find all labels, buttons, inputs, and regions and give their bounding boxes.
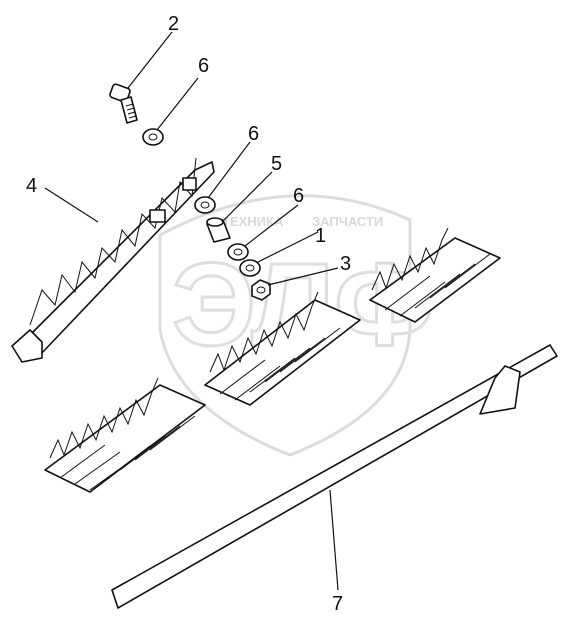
cutter-segment-1 xyxy=(44,377,206,493)
label-7: 7 xyxy=(332,593,343,615)
nut xyxy=(251,279,271,301)
bolt-head xyxy=(109,83,131,103)
guard-teeth xyxy=(29,157,197,326)
washer-top xyxy=(142,128,164,146)
nut-body xyxy=(251,279,271,301)
washer-middle xyxy=(194,196,216,214)
label-2: 2 xyxy=(168,13,179,35)
frame-bracket xyxy=(479,365,521,415)
frame-beam xyxy=(111,344,558,609)
label-4: 4 xyxy=(26,175,37,197)
lock-washer xyxy=(239,259,261,277)
cutter-segment-3 xyxy=(369,227,501,323)
washers xyxy=(142,128,249,261)
bolt-shank xyxy=(120,96,138,124)
frame-beam-body xyxy=(111,344,558,609)
label-3: 3 xyxy=(340,253,351,275)
watermark-text-right: ЗАПЧАСТИ xyxy=(312,214,383,229)
leader-lines xyxy=(44,31,339,591)
label-5: 5 xyxy=(271,153,282,175)
cutter-segment-2 xyxy=(204,291,361,406)
guard-foot xyxy=(11,329,43,363)
bolt xyxy=(109,83,138,124)
watermark-shield xyxy=(158,194,412,457)
label-6-middle: 6 xyxy=(248,123,259,145)
label-6-lower: 6 xyxy=(293,185,304,207)
lock-washer-body xyxy=(239,259,261,277)
spacer xyxy=(206,217,231,243)
callout-labels: 2 6 6 5 6 1 3 4 7 xyxy=(26,13,351,615)
watermark-text-left: ТЕХНИКА xyxy=(222,214,284,229)
washer-lower xyxy=(227,243,249,261)
label-1: 1 xyxy=(315,225,326,247)
guard-clamp xyxy=(149,209,166,223)
label-6-top: 6 xyxy=(198,55,209,77)
finger-guard-assembly xyxy=(11,157,215,363)
